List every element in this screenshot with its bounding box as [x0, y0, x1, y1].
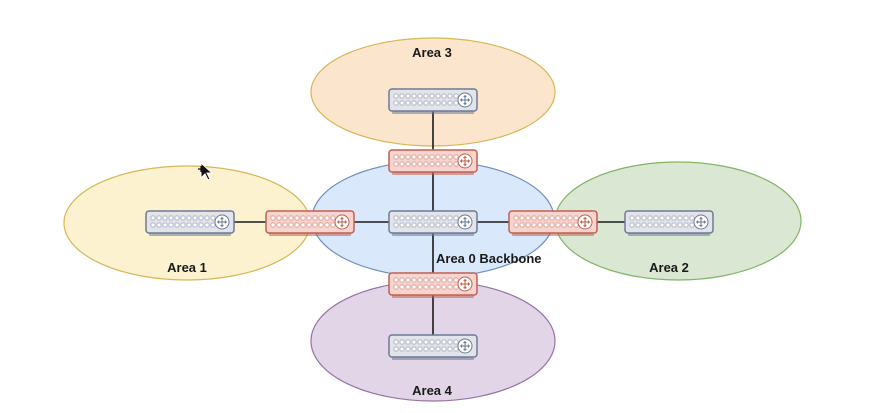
area-3-label: Area 3: [412, 45, 452, 60]
router-r-area1[interactable]: [145, 210, 235, 236]
router-icon: [457, 92, 473, 108]
router-r-area4[interactable]: [388, 334, 478, 360]
router-icon: [577, 214, 593, 230]
abr-router-r-abr-1[interactable]: [265, 210, 355, 236]
router-r-area2[interactable]: [624, 210, 714, 236]
area-0-label: Area 0 Backbone: [436, 251, 542, 266]
router-r-area3[interactable]: [388, 88, 478, 114]
router-r-core[interactable]: [388, 210, 478, 236]
router-icon: [457, 276, 473, 292]
area-4-label: Area 4: [412, 383, 453, 398]
area-1-label: Area 1: [167, 260, 207, 275]
router-icon: [457, 338, 473, 354]
router-icon: [457, 153, 473, 169]
router-icon: [457, 214, 473, 230]
abr-router-r-abr-4[interactable]: [388, 272, 478, 298]
move-cursor-icon: [198, 161, 214, 181]
router-icon: [693, 214, 709, 230]
router-icon: [334, 214, 350, 230]
abr-router-r-abr-3[interactable]: [388, 149, 478, 175]
area-2-label: Area 2: [649, 260, 689, 275]
abr-router-r-abr-2[interactable]: [508, 210, 598, 236]
router-icon: [214, 214, 230, 230]
